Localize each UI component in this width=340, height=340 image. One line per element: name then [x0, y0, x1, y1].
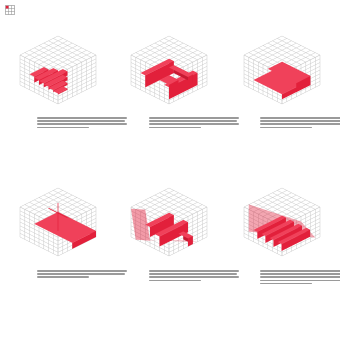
- mass-step-3-top: [43, 74, 68, 87]
- caption-line: [149, 273, 237, 275]
- caption-panel-4: [37, 270, 127, 286]
- caption-line: [37, 276, 89, 278]
- mass-step-5-top: [53, 86, 68, 94]
- row-1-top: [261, 219, 294, 236]
- row-2-top: [269, 223, 302, 240]
- caption-line: [260, 273, 340, 275]
- wall-b-top: [154, 219, 188, 237]
- mass-step-1-top: [34, 68, 58, 80]
- caption-line: [37, 123, 127, 125]
- caption-line: [149, 123, 239, 125]
- projection-left: [131, 208, 150, 241]
- mass-step-2-top: [39, 69, 68, 84]
- wall-a-side: [150, 215, 174, 237]
- caption-line: [149, 270, 239, 272]
- wall-south-side: [188, 74, 193, 85]
- caption-line: [149, 276, 239, 278]
- base-top: [34, 212, 96, 243]
- caption-line: [149, 279, 201, 282]
- wall-a-top: [145, 212, 174, 227]
- caption-line: [260, 126, 312, 129]
- base-side: [72, 231, 96, 249]
- terrace-side: [296, 76, 311, 93]
- wall-c-top: [178, 231, 193, 239]
- caption-line: [37, 273, 125, 275]
- caption-panel-3: [260, 117, 340, 133]
- caption-line: [260, 117, 340, 119]
- caption-panel-6: [260, 270, 340, 286]
- caption-line: [260, 120, 340, 122]
- caption-line: [260, 123, 340, 125]
- caption-line: [37, 120, 125, 122]
- caption-line: [149, 117, 239, 119]
- terrace-top: [267, 61, 311, 84]
- wall-west-top: [140, 58, 174, 76]
- mass-step-4-top: [48, 80, 68, 91]
- caption-line: [260, 276, 340, 278]
- diagram-panel-5: [130, 187, 208, 257]
- caption-line: [37, 126, 89, 129]
- caption-line: [260, 270, 340, 272]
- mass-step-5-side: [58, 88, 68, 95]
- core-side: [169, 80, 179, 90]
- wall-south-top: [169, 65, 193, 77]
- row-3-top: [277, 227, 311, 245]
- diagram-panel-4: [19, 187, 97, 257]
- wall-c-side: [188, 236, 193, 247]
- caption-panel-2: [149, 117, 239, 133]
- corner-grid-icon: [5, 5, 15, 15]
- mass-step-0-top: [29, 67, 49, 77]
- core-top: [159, 75, 179, 85]
- diagram-panel-3: [243, 35, 321, 105]
- caption-line: [37, 270, 127, 272]
- caption-line: [149, 126, 201, 129]
- row-3-side: [281, 229, 311, 252]
- wall-west-side: [145, 61, 174, 88]
- diagram-panel-2: [130, 35, 208, 105]
- caption-panel-1: [37, 117, 127, 133]
- caption-line: [37, 117, 127, 119]
- wall-b-side: [159, 222, 188, 247]
- row-0-top: [253, 215, 286, 232]
- cross-line: [48, 207, 68, 219]
- diagram-panel-6: [243, 187, 321, 257]
- caption-panel-5: [149, 270, 239, 286]
- diagram-panel-1: [19, 35, 97, 105]
- caption-line: [260, 282, 312, 285]
- caption-line: [260, 279, 340, 282]
- caption-line: [149, 120, 237, 122]
